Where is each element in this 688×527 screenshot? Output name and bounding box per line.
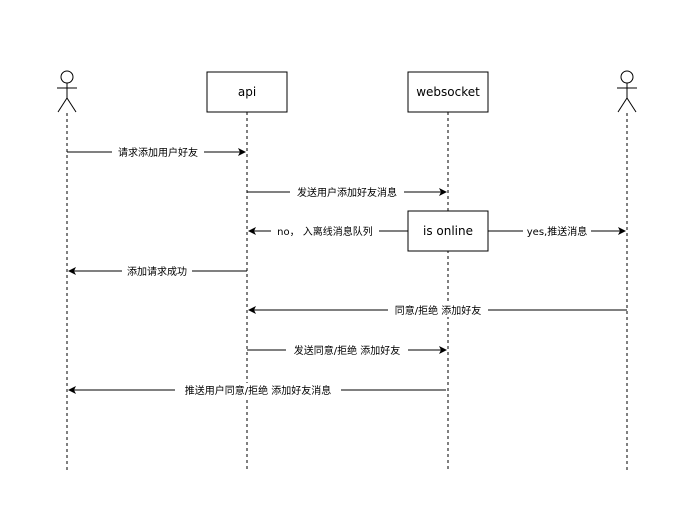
participant-websocket: websocket [407, 71, 489, 113]
message-request-success-label: 添加请求成功 [127, 265, 187, 278]
status-box-label: is online [423, 224, 473, 238]
participant-api-label: api [238, 85, 256, 99]
status-box-is-online: is online [407, 210, 489, 252]
message-offline-queue: no， 入离线消息队列 [248, 224, 408, 238]
message-request-success: 添加请求成功 [68, 264, 247, 278]
message-request-add-friend: 请求添加用户好友 [67, 145, 246, 159]
participant-api: api [206, 71, 288, 113]
message-send-agree-reject-label: 发送同意/拒绝 添加好友 [294, 344, 401, 357]
message-push-agree-reject-label: 推送用户同意/拒绝 添加好友消息 [185, 384, 332, 397]
message-send-add-friend: 发送用户添加好友消息 [247, 185, 447, 199]
message-push: yes,推送消息 [488, 224, 626, 238]
actor-user-b-icon [617, 70, 637, 113]
message-push-label: yes,推送消息 [527, 225, 587, 238]
message-agree-reject-label: 同意/拒绝 添加好友 [395, 304, 482, 317]
participant-websocket-label: websocket [416, 85, 480, 99]
message-agree-reject: 同意/拒绝 添加好友 [248, 303, 627, 317]
actor-user-a-icon [57, 70, 77, 113]
message-request-add-friend-label: 请求添加用户好友 [118, 146, 198, 159]
message-send-agree-reject: 发送同意/拒绝 添加好友 [247, 343, 447, 357]
message-push-agree-reject: 推送用户同意/拒绝 添加好友消息 [68, 383, 446, 397]
message-offline-queue-label: no， 入离线消息队列 [277, 225, 373, 238]
message-send-add-friend-label: 发送用户添加好友消息 [297, 186, 397, 199]
